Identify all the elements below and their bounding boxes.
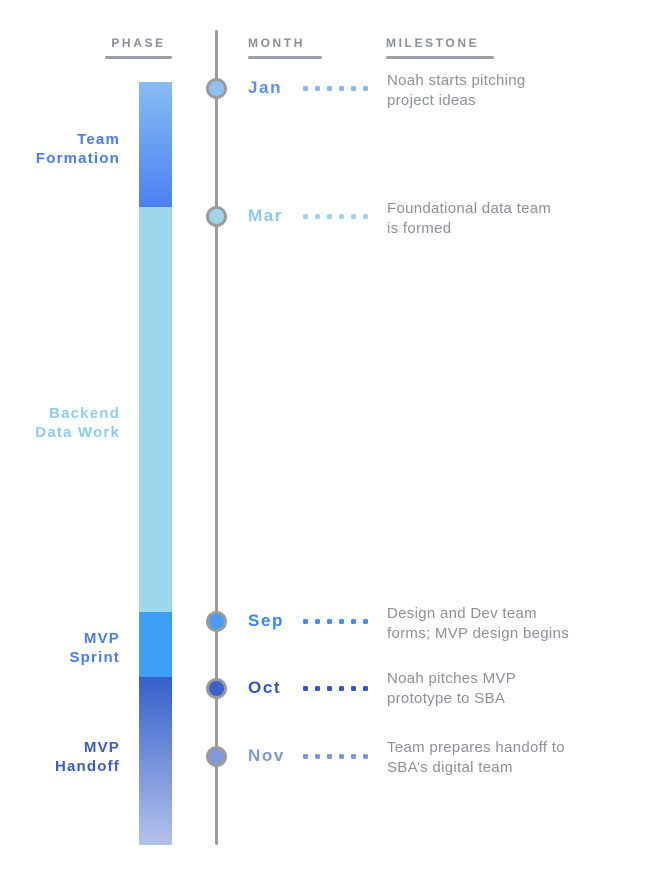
phase-bar-segment-mvp-handoff [139, 677, 172, 845]
phase-bar-segment-backend-data-work [139, 207, 172, 612]
phase-column-underline [105, 56, 172, 59]
milestone-column-header: MILESTONE [386, 36, 494, 59]
milestone-text-nov: Team prepares handoff to SBA’s digital t… [387, 738, 632, 777]
phase-label-line: Backend [49, 405, 120, 422]
timeline-axis-line [215, 30, 218, 845]
phase-label-line: MVP [83, 630, 120, 647]
milestone-text-sep: Design and Dev team forms; MVP design be… [387, 604, 632, 643]
milestone-line: Foundational data team [387, 200, 552, 217]
milestone-line: Noah starts pitching [387, 72, 526, 89]
phase-label-line: Formation [35, 150, 120, 167]
milestone-text-jan: Noah starts pitching project ideas [387, 71, 632, 110]
month-label-sep: Sep [248, 611, 284, 630]
phase-label-line: Data Work [35, 424, 120, 441]
dotted-connector-mar [303, 214, 368, 219]
milestone-line: Team prepares handoff to [387, 739, 565, 756]
dotted-connector-nov [303, 754, 368, 759]
month-label-oct: Oct [248, 678, 282, 697]
milestone-line: Design and Dev team [387, 605, 537, 622]
phase-bar-segment-team-formation [139, 82, 172, 207]
phase-bar-segment-mvp-sprint [139, 612, 172, 677]
month-column-underline [248, 56, 322, 59]
timeline-node-jan [206, 78, 227, 99]
timeline-node-sep [206, 611, 227, 632]
milestone-line: SBA’s digital team [387, 758, 513, 776]
phase-label-line: Handoff [54, 758, 120, 775]
timeline-node-nov [206, 746, 227, 767]
milestone-line: Noah pitches MVP [387, 670, 517, 687]
phase-column-header: PHASE [105, 36, 172, 59]
dotted-connector-sep [303, 619, 368, 624]
timeline-node-oct [206, 678, 227, 699]
phase-label-line: Sprint [69, 649, 120, 666]
phase-label-mvp-handoff: MVP Handoff [0, 738, 120, 776]
month-column-header: MONTH [248, 36, 322, 59]
month-label-mar: Mar [248, 206, 284, 225]
milestone-line: prototype to SBA [387, 689, 506, 707]
phase-label-line: Team [77, 131, 120, 148]
month-label-jan: Jan [248, 78, 283, 97]
milestone-text-mar: Foundational data team is formed [387, 199, 632, 238]
milestone-line: project ideas [387, 91, 476, 109]
milestone-column-underline [386, 56, 494, 59]
milestone-line: is formed [387, 219, 452, 237]
phase-label-backend-data-work: Backend Data Work [0, 404, 120, 442]
dotted-connector-oct [303, 686, 368, 691]
month-column-label: MONTH [248, 36, 305, 50]
dotted-connector-jan [303, 86, 368, 91]
milestone-line: forms; MVP design begins [387, 624, 570, 642]
timeline-node-mar [206, 206, 227, 227]
phase-label-team-formation: Team Formation [0, 130, 120, 168]
milestone-text-oct: Noah pitches MVP prototype to SBA [387, 669, 632, 708]
phase-column-label: PHASE [111, 36, 166, 50]
milestone-column-label: MILESTONE [386, 36, 480, 50]
month-label-nov: Nov [248, 746, 285, 765]
phase-label-mvp-sprint: MVP Sprint [0, 629, 120, 667]
phase-label-line: MVP [83, 739, 120, 756]
